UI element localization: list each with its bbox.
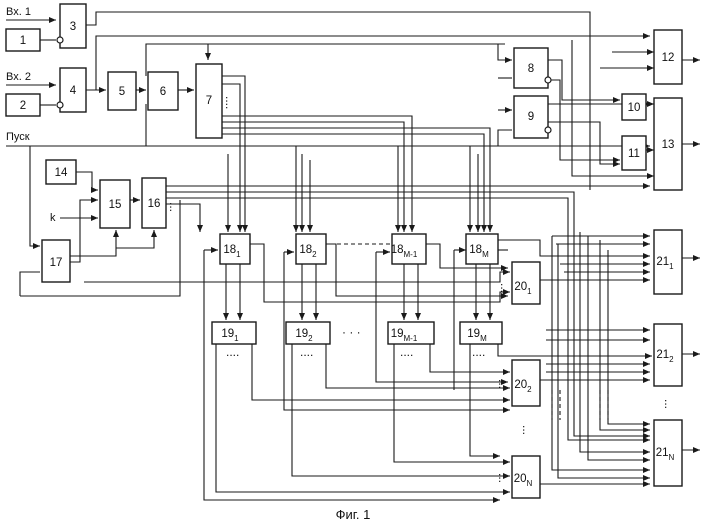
block-21-n-sub: N: [669, 453, 675, 462]
block-19-m-1-base: 19: [391, 328, 404, 340]
block-6: 6: [148, 72, 178, 110]
figure-caption: Фиг. 1: [336, 507, 371, 522]
block-2-label: 2: [20, 100, 26, 112]
svg-text:....: ....: [472, 345, 485, 359]
svg-text:...: ...: [496, 379, 510, 389]
svg-text:....: ....: [400, 345, 413, 359]
block-10-label: 10: [628, 102, 641, 114]
block-20-1-base: 20: [514, 281, 527, 293]
block-5-label: 5: [119, 86, 125, 98]
block-21-n-base: 21: [656, 447, 669, 459]
block-7-label: 7: [206, 95, 212, 107]
block-9-label: 9: [528, 111, 534, 123]
start-label: Пуск: [6, 131, 30, 143]
block-21-n: 21N: [654, 420, 682, 486]
block-13: 13: [654, 98, 682, 190]
block-9: 9: [514, 96, 551, 138]
block-20-2-sub: 2: [527, 385, 532, 394]
block-19-m: 19M ....: [460, 322, 502, 359]
svg-text:...: ...: [496, 473, 510, 483]
block-8: 8: [514, 48, 551, 88]
block-14-label: 14: [55, 167, 68, 179]
svg-text:...: ...: [498, 283, 512, 293]
block-18-m: 18M: [466, 234, 498, 264]
block-19-m-1: 19M-1 ....: [388, 322, 434, 359]
block-13-label: 13: [662, 139, 675, 151]
block-16-label: 16: [148, 198, 161, 210]
block-11: 11: [622, 136, 646, 170]
block-19-m-1-sub: M-1: [404, 334, 418, 343]
k-label: k: [50, 212, 56, 224]
block-1: 1: [6, 29, 40, 51]
block-17-label: 17: [50, 257, 63, 269]
block-18-m-1-base: 18: [391, 244, 404, 256]
block-12-label: 12: [662, 52, 675, 64]
block-18-1-base: 18: [223, 244, 236, 256]
block-18-2-sub: 2: [312, 250, 317, 259]
block-18-m-1: 18M-1: [391, 234, 426, 264]
block-20-2: 202 ...: [496, 360, 540, 406]
block-3: 3: [57, 4, 86, 48]
block-19-1-sub: 1: [234, 334, 239, 343]
block-5: 5: [108, 72, 136, 110]
block-19-2-sub: 2: [308, 334, 313, 343]
block-15: 15: [100, 180, 130, 228]
block-15-label: 15: [109, 199, 122, 211]
block-4: 4: [57, 68, 86, 112]
block-1-label: 1: [20, 35, 26, 47]
block-19-2-base: 19: [295, 328, 308, 340]
block-18-m-1-sub: M-1: [404, 250, 418, 259]
block-19-2: 192 ....: [286, 322, 330, 359]
block-18-1-sub: 1: [236, 250, 241, 259]
input-label-2: Вх. 2: [6, 71, 31, 83]
block-19-m-sub: M: [480, 334, 487, 343]
block-19-1: 191 ....: [212, 322, 256, 359]
ellipsis-21: ...: [662, 399, 676, 409]
block-17: 17: [42, 240, 70, 282]
block-19-m-base: 19: [467, 328, 480, 340]
block-21-2-sub: 2: [669, 355, 674, 364]
block-18-2-base: 18: [299, 244, 312, 256]
svg-text:....: ....: [300, 345, 313, 359]
ellipsis-19: · · ·: [342, 325, 361, 339]
block-20-1-sub: 1: [527, 287, 532, 296]
block-4-label: 4: [70, 85, 77, 97]
block-21-1-sub: 1: [669, 262, 674, 271]
block-20-n-sub: N: [527, 479, 533, 488]
block-14: 14: [46, 160, 76, 184]
block-7: 7 ....: [196, 64, 237, 138]
block-18-m-sub: M: [482, 250, 489, 259]
block-20-2-base: 20: [514, 379, 527, 391]
block-18-2: 182: [296, 234, 326, 264]
block-11-label: 11: [628, 148, 640, 160]
input-label-1: Вх. 1: [6, 6, 31, 18]
block-21-2: 212: [654, 324, 682, 386]
block-21-2-base: 21: [656, 349, 669, 361]
block-12: 12: [654, 30, 682, 84]
block-20-n-base: 20: [514, 473, 527, 485]
ellipsis-20: ...: [520, 425, 534, 435]
block-18-m-base: 18: [469, 244, 482, 256]
block-8-label: 8: [528, 63, 534, 75]
svg-text:...: ...: [167, 202, 181, 212]
svg-text:....: ....: [226, 345, 239, 359]
block-19-1-base: 19: [221, 328, 234, 340]
block-3-label: 3: [70, 21, 76, 33]
block-21-1-base: 21: [656, 256, 669, 268]
block-18-1: 181: [220, 234, 250, 264]
block-10: 10: [622, 94, 646, 120]
svg-text:....: ....: [223, 96, 237, 109]
block-2: 2: [6, 94, 40, 116]
block-21-1: 211: [654, 230, 682, 294]
block-6-label: 6: [160, 86, 166, 98]
